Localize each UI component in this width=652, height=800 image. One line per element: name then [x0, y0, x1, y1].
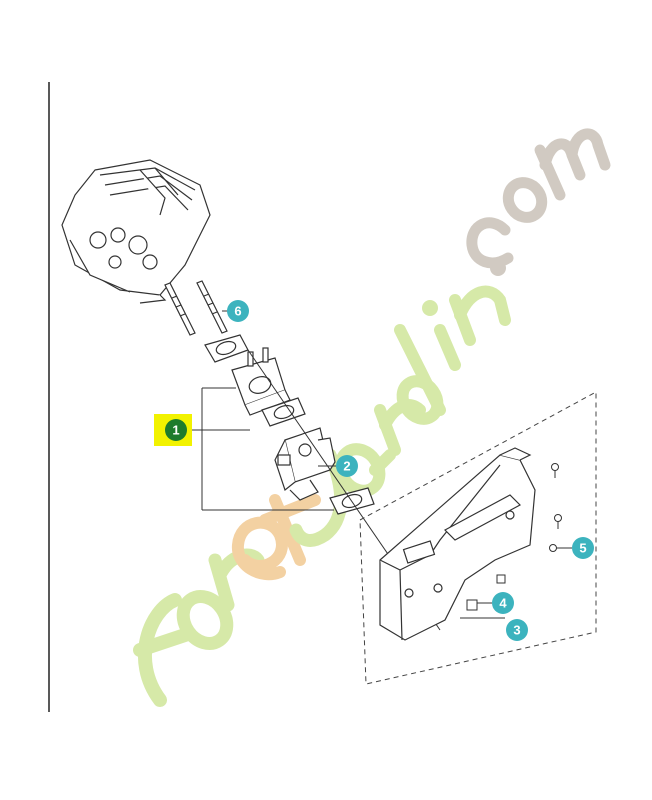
muffler	[379, 447, 536, 641]
callout-2-badge	[336, 455, 358, 477]
callout-3-label: 3	[513, 623, 520, 638]
muffler-group-frame	[359, 391, 597, 685]
callout-2[interactable]: 2	[336, 455, 358, 477]
callout-6[interactable]: 6	[227, 300, 249, 322]
callout-1-label: 1	[172, 423, 179, 438]
gasket-top	[204, 334, 249, 363]
callout-5[interactable]: 5	[572, 537, 594, 559]
callout-3[interactable]: 3	[506, 619, 528, 641]
watermark-logo	[133, 128, 611, 707]
callout-5-label: 5	[579, 541, 586, 556]
callout-6-label: 6	[234, 304, 241, 319]
callout-3-badge	[506, 619, 528, 641]
callout-5-badge	[572, 537, 594, 559]
callout-1-bracket	[190, 387, 334, 511]
mounting-studs	[164, 280, 228, 336]
callout-1-badge	[165, 419, 187, 441]
callout-1[interactable]: 1	[165, 419, 187, 441]
carburetor	[274, 427, 336, 501]
nuts-4	[466, 574, 506, 611]
callout-2-label: 2	[343, 459, 350, 474]
callout-4-label: 4	[499, 596, 507, 611]
callout-4-badge	[492, 592, 514, 614]
callout-4[interactable]: 4	[492, 592, 514, 614]
engine-cylinder	[61, 159, 211, 304]
intake-adapter	[231, 347, 291, 416]
callout-6-badge	[227, 300, 249, 322]
screws-5	[549, 463, 572, 552]
